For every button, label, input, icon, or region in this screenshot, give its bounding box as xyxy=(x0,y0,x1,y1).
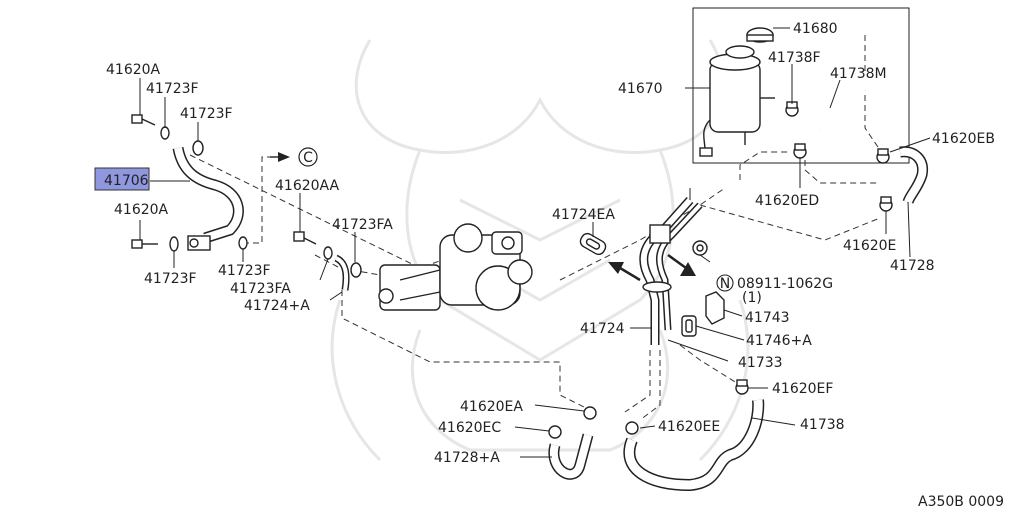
label-nut-qty: (1) xyxy=(742,290,762,306)
label-41620eb[interactable]: 41620EB xyxy=(932,131,995,147)
nut-08911 xyxy=(692,240,708,256)
washer-41723fa-a xyxy=(323,246,333,260)
clamp-41620e xyxy=(879,196,893,212)
label-41738[interactable]: 41738 xyxy=(800,417,845,433)
label-41746a[interactable]: 41746+A xyxy=(746,333,812,349)
label-41620aa[interactable]: 41620AA xyxy=(275,178,340,194)
label-41724[interactable]: 41724 xyxy=(580,321,625,337)
hose-41738 xyxy=(624,399,763,490)
bolt-41620a-top xyxy=(131,114,156,126)
label-41723fa-b[interactable]: 41723FA xyxy=(230,281,291,297)
washer-41723fa-b xyxy=(350,262,362,278)
clamp-41620ed xyxy=(793,143,807,159)
label-41620ed[interactable]: 41620ED xyxy=(755,193,819,209)
insulator-41746a xyxy=(681,315,697,337)
label-41733[interactable]: 41733 xyxy=(738,355,783,371)
leader-lines xyxy=(139,27,931,458)
reservoir-group-box xyxy=(692,7,910,164)
label-41620e[interactable]: 41620E xyxy=(843,238,896,254)
label-41723f-c[interactable]: 41723F xyxy=(144,271,197,287)
label-41728[interactable]: 41728 xyxy=(890,258,935,274)
clamp-41620ea xyxy=(583,406,597,420)
label-41724ea[interactable]: 41724EA xyxy=(552,207,615,223)
label-41723f-d[interactable]: 41723F xyxy=(218,263,271,279)
connector-arrow xyxy=(270,152,290,162)
washer-41723f-d xyxy=(238,236,248,250)
clamp-41620ee xyxy=(625,421,639,435)
nut-symbol: N xyxy=(720,276,730,292)
pipe-assembly-41724 xyxy=(639,197,703,345)
nut-symbol-circle xyxy=(716,274,734,292)
label-41620ea[interactable]: 41620EA xyxy=(460,399,523,415)
clamp-41620eb xyxy=(876,148,890,164)
watermark-emblem xyxy=(330,39,750,462)
label-41738m[interactable]: 41738M xyxy=(830,66,887,82)
label-41620a-mid[interactable]: 41620A xyxy=(114,202,169,218)
clamp-41620ec xyxy=(548,425,562,439)
clamp-41620ef xyxy=(735,379,749,395)
hose-41728a xyxy=(549,433,592,479)
clamp-41738f xyxy=(785,101,799,117)
hose-41738m xyxy=(818,71,869,134)
reservoir-cap xyxy=(746,27,774,43)
connector-symbol: C xyxy=(303,150,313,166)
bolt-41620aa xyxy=(293,231,317,245)
washer-41723f-c xyxy=(169,236,179,252)
connector-circle xyxy=(298,147,318,167)
washer-41723f-a xyxy=(160,126,170,140)
fitting-41724a xyxy=(334,254,350,291)
part-labels: 41620A 41723F 41723F 41706 41620A 41723F… xyxy=(104,21,995,466)
label-41620a-top[interactable]: 41620A xyxy=(106,62,161,78)
label-41723fa-a[interactable]: 41723FA xyxy=(332,217,393,233)
bolt-41620a-mid xyxy=(131,239,158,249)
label-41620ec[interactable]: 41620EC xyxy=(438,420,501,436)
label-41670[interactable]: 41670 xyxy=(618,81,663,97)
label-nut-code[interactable]: 08911-1062G xyxy=(737,276,833,292)
power-steering-pump xyxy=(378,223,533,311)
label-41723f-a[interactable]: 41723F xyxy=(146,81,199,97)
pipe-41706 xyxy=(174,147,243,242)
label-41723f-b[interactable]: 41723F xyxy=(180,106,233,122)
fitting-left xyxy=(187,235,211,251)
diagram-id: A350B 0009 xyxy=(918,494,1004,510)
label-41680[interactable]: 41680 xyxy=(793,21,838,37)
highlight-41706[interactable] xyxy=(94,167,150,191)
direction-arrow-left xyxy=(608,262,641,282)
grommet-41724ea xyxy=(579,232,607,256)
washer-41723f-b xyxy=(192,140,204,156)
label-41738f[interactable]: 41738F xyxy=(768,50,821,66)
label-41706[interactable]: 41706 xyxy=(104,173,149,189)
hose-41738-outer xyxy=(623,399,765,492)
reservoir-tank xyxy=(699,45,775,157)
label-41724a[interactable]: 41724+A xyxy=(244,298,310,314)
direction-arrow-right xyxy=(667,253,696,276)
label-41620ef[interactable]: 41620EF xyxy=(772,381,833,397)
label-41728a[interactable]: 41728+A xyxy=(434,450,500,466)
hose-41728 xyxy=(899,147,927,204)
label-41743[interactable]: 41743 xyxy=(745,310,790,326)
bracket-41743 xyxy=(705,291,725,325)
label-41620ee[interactable]: 41620EE xyxy=(658,419,720,435)
